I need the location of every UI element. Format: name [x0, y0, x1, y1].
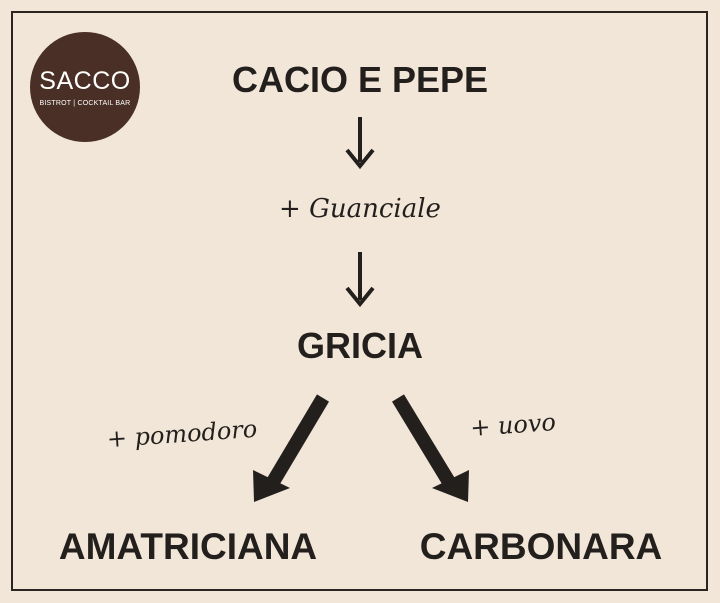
node-gricia: GRICIA	[297, 325, 423, 366]
logo-title: SACCO	[39, 67, 131, 95]
sacco-logo: SACCO BISTROT | COCKTAIL BAR	[30, 32, 140, 142]
node-amatriciana: AMATRICIANA	[58, 526, 318, 567]
node-cacio-e-pepe: CACIO E PEPE	[231, 59, 489, 100]
border-frame	[11, 11, 708, 591]
arrow-down-2	[345, 252, 375, 308]
arrow-down-left	[253, 394, 330, 502]
arrow-down-right	[392, 394, 469, 502]
ingredient-guanciale: + Guanciale	[279, 194, 441, 224]
node-carbonara: CARBONARA	[419, 526, 663, 567]
arrow-down-1	[345, 117, 375, 170]
logo-subtitle: BISTROT | COCKTAIL BAR	[39, 100, 131, 107]
